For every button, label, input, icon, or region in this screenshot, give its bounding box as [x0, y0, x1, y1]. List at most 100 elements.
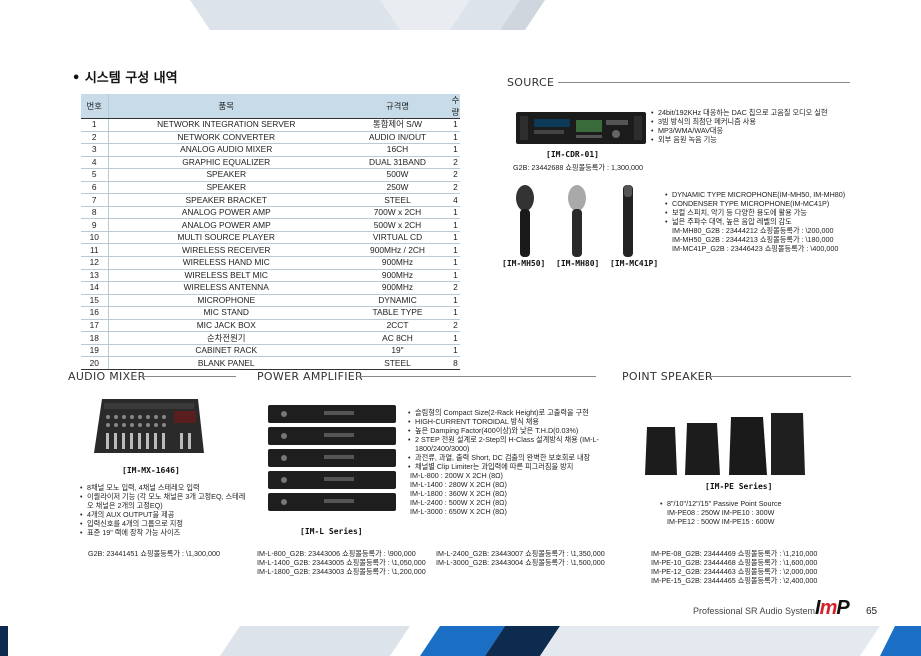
- power-amp-stack-image: [264, 403, 399, 515]
- row-item: ANALOG POWER AMP: [108, 206, 344, 220]
- row-spec: 16CH: [344, 143, 451, 157]
- row-item: MIC STAND: [108, 306, 344, 320]
- mc41p-model: [IM-MC41P]: [610, 259, 659, 268]
- spec-line: IM-L-1800 : 360W X 2CH (8Ω): [410, 489, 507, 498]
- price-line: IM-PE-15_G2B: 23444465 쇼핑몰등록가 : \2,400,0…: [651, 576, 818, 585]
- price-line: IM-L-3000_G2B: 23443004 쇼핑몰등록가 : \1,500,…: [436, 558, 605, 567]
- row-number: 19: [81, 344, 109, 358]
- row-number: 4: [81, 156, 109, 170]
- row-spec: 2CCT: [344, 319, 451, 333]
- row-spec: DUAL 31BAND: [344, 156, 451, 170]
- row-qty: 2: [451, 281, 460, 295]
- row-item: WIRELESS ANTENNA: [108, 281, 344, 295]
- audio-mixer-divider: [141, 376, 236, 377]
- col-spec-header: 규격명: [344, 94, 451, 119]
- row-spec: VIRTUAL CD: [344, 231, 451, 245]
- row-item: ANALOG AUDIO MIXER: [108, 143, 344, 157]
- row-qty: 4: [451, 193, 460, 207]
- point-speaker-divider: [709, 376, 851, 377]
- row-spec: STEEL: [344, 356, 451, 370]
- row-item: SPEAKER: [108, 181, 344, 195]
- row-number: 14: [81, 281, 109, 295]
- row-number: 3: [81, 143, 109, 157]
- price-line: IM-PE-08_G2B: 23444469 쇼핑몰등록가 : \1,210,0…: [651, 549, 818, 558]
- speaker-features: 8"/10"/12"/15" Passive Point Source IM-P…: [660, 499, 840, 526]
- price-line: IM-PE-10_G2B: 23444468 쇼핑몰등록가 : \1,600,0…: [651, 558, 818, 567]
- mh50-model: [IM-MH50]: [502, 259, 546, 268]
- power-amp-section-title: POWER AMPLIFIER: [257, 370, 363, 383]
- spec-line: IM-PE12 : 500W IM-PE15 : 600W: [667, 517, 775, 526]
- row-spec: STEEL: [344, 193, 451, 207]
- table-header-row: 번호 품목 규격명 수량: [81, 94, 460, 119]
- feature-item: 슬림형의 Compact Size(2-Rack Height)로 고출력을 구…: [408, 408, 608, 417]
- feature-item: 과전류, 과열, 출력 Short, DC 검출의 완벽한 보호회로 내장: [408, 453, 608, 462]
- feature-item: 채널별 Clip Limiter는 과입력에 따른 피그러짐을 방지: [408, 462, 608, 471]
- row-item: WIRELESS RECEIVER: [108, 243, 344, 257]
- brand-logo: ImP: [815, 597, 850, 619]
- power-amp-features: 슬림형의 Compact Size(2-Rack Height)로 고출력을 구…: [408, 408, 608, 516]
- feature-item: 8"/10"/12"/15" Passive Point Source: [660, 499, 840, 508]
- row-spec: 700W x 2CH: [344, 206, 451, 220]
- mixer-features: 8채널 모노 입력, 4채널 스테레오 입력이퀄라이저 기능 (각 모노 채널은…: [80, 483, 250, 537]
- spec-line: IM-L-3000 : 650W X 2CH (8Ω): [410, 507, 507, 516]
- power-amp-prices-left: IM-L-800_G2B: 23443006 쇼핑몰등록가 : \900,000…: [257, 549, 426, 576]
- row-item: NETWORK INTEGRATION SERVER: [108, 118, 344, 132]
- price-line: IM-PE-12_G2B: 23444463 쇼핑몰등록가 : \2,000,0…: [651, 567, 818, 576]
- microphone-images: [510, 183, 660, 258]
- spec-line: IM-L-800 : 200W X 2CH (8Ω): [410, 471, 503, 480]
- page-number: 65: [866, 606, 878, 617]
- feature-item: HIGH-CURRENT TOROIDAL 방식 채용: [408, 417, 608, 426]
- price-line: IM-L-800_G2B: 23443006 쇼핑몰등록가 : \900,000: [257, 549, 416, 558]
- page-title: • 시스템 구성 내역: [72, 71, 178, 86]
- mh50-mic-icon: [516, 185, 534, 257]
- mh80-model: [IM-MH80]: [556, 259, 600, 268]
- mixer-price: G2B: 23441451 쇼핑몰등록가 : \1,300,000: [88, 549, 220, 558]
- point-speaker-section-title: POINT SPEAKER: [622, 370, 713, 383]
- row-number: 2: [81, 131, 109, 145]
- feature-item: 8채널 모노 입력, 4채널 스테레오 입력: [80, 483, 250, 492]
- row-item: MICROPHONE: [108, 294, 344, 308]
- row-qty: 1: [451, 206, 460, 220]
- row-qty: 2: [451, 319, 460, 333]
- audio-mixer-section-title: AUDIO MIXER: [68, 370, 146, 383]
- feature-item: 외부 음원 녹음 기능: [651, 135, 841, 144]
- spec-line: IM-L-1400 : 280W X 2CH (8Ω): [410, 480, 507, 489]
- row-spec: 통합제어 S/W: [344, 118, 451, 132]
- row-item: WIRELESS HAND MIC: [108, 256, 344, 270]
- feature-item: 3빔 방식의 최첨단 메커니즘 사용: [651, 117, 841, 126]
- row-spec: 900MHz / 2CH: [344, 243, 451, 257]
- price-line: IM-L-1400_G2B: 23443005 쇼핑몰등록가 : \1,050,…: [257, 558, 426, 567]
- row-spec: 900MHz: [344, 269, 451, 283]
- row-item: WIRELESS BELT MIC: [108, 269, 344, 283]
- row-number: 12: [81, 256, 109, 270]
- row-spec: AC 8CH: [344, 331, 451, 345]
- row-item: SPEAKER: [108, 168, 344, 182]
- row-item: BLANK PANEL: [108, 356, 344, 370]
- row-item: 순차전원기: [108, 331, 344, 345]
- row-number: 20: [81, 356, 109, 370]
- feature-item: 4개의 AUX OUTPUT을 제공: [80, 510, 250, 519]
- source-divider: [558, 82, 850, 83]
- row-item: ANALOG POWER AMP: [108, 218, 344, 232]
- row-qty: 1: [451, 331, 460, 345]
- row-number: 16: [81, 306, 109, 320]
- row-number: 10: [81, 231, 109, 245]
- row-spec: 500W x 2CH: [344, 218, 451, 232]
- row-number: 15: [81, 294, 109, 308]
- row-item: MULTI SOURCE PLAYER: [108, 231, 344, 245]
- row-spec: 19": [344, 344, 451, 358]
- feature-item: CONDENSER TYPE MICROPHONE(IM-MC41P): [665, 199, 855, 208]
- feature-item: 표준 19" 랙에 장착 가능 사이즈: [80, 528, 250, 537]
- row-number: 9: [81, 218, 109, 232]
- power-amp-prices-right: IM-L-2400_G2B: 23443007 쇼핑몰등록가 : \1,350,…: [436, 549, 605, 567]
- top-decoration: [0, 0, 921, 30]
